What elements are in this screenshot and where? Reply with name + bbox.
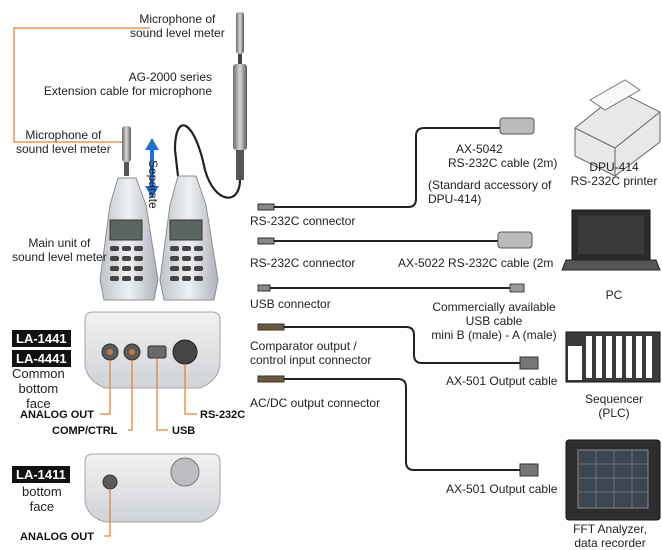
comp-ctrl-label: COMP/CTRL — [52, 425, 118, 437]
rs232c-label: RS-232C — [200, 409, 246, 421]
fft-analyzer-label: FFT Analyzer,data recorder — [573, 522, 647, 550]
extension-cable — [173, 124, 242, 199]
usb-connector-label: USB connector — [250, 297, 331, 311]
sound-level-meter-left-icon — [99, 177, 159, 301]
separate-arrow-icon — [145, 138, 159, 198]
rs232c-cable-ax5022 — [257, 231, 533, 249]
acdc-connector-label: AC/DC output connector — [250, 396, 381, 410]
laptop-pc-icon — [561, 209, 661, 271]
sequencer-label: Sequencer(PLC) — [584, 392, 644, 420]
badge-la1441: LA-1441 — [12, 330, 71, 347]
fft-analyzer-icon — [565, 439, 661, 521]
ax501-cable-1 — [257, 323, 539, 370]
badge-la4441: LA-4441 — [12, 350, 71, 367]
rs232c-connector-2-label: RS-232C connector — [250, 256, 356, 270]
mic-leader-line — [13, 27, 150, 143]
rs232c-cable-ax5042 — [257, 117, 535, 211]
analog-out-2-label: ANALOG OUT — [20, 531, 94, 543]
usb-label: USB — [172, 425, 196, 437]
la1411-bottom-face-icon — [84, 453, 221, 523]
rs232c-connector-1-label: RS-232C connector — [250, 214, 356, 228]
printer-icon — [574, 79, 661, 177]
pc-label: PC — [605, 288, 623, 302]
ax501-cable-1-label: AX-501 Output cable — [446, 374, 558, 388]
ax5042-label: AX-5042 — [456, 142, 503, 156]
comparator-connector-label: Comparator output /control input connect… — [250, 339, 372, 367]
common-bottom-face-icon — [84, 311, 221, 389]
ax5022-label: AX-5022 RS-232C cable (2m — [398, 256, 554, 270]
analog-out-label: ANALOG OUT — [20, 409, 94, 421]
separate-label: Separate — [146, 160, 160, 209]
ax5042-desc-label: RS-232C cable (2m) — [448, 156, 558, 170]
sound-level-meter-right-icon — [159, 175, 219, 301]
microphone-top-icon — [233, 12, 247, 180]
port-leader-lines — [100, 358, 197, 537]
usb-cable — [257, 283, 525, 293]
microphone-left-icon — [122, 126, 131, 176]
ax501-cable-2 — [257, 375, 539, 477]
badge-la1411: LA-1411 — [12, 466, 70, 483]
plc-sequencer-icon — [565, 331, 661, 383]
ax501-cable-2-label: AX-501 Output cable — [446, 482, 558, 496]
